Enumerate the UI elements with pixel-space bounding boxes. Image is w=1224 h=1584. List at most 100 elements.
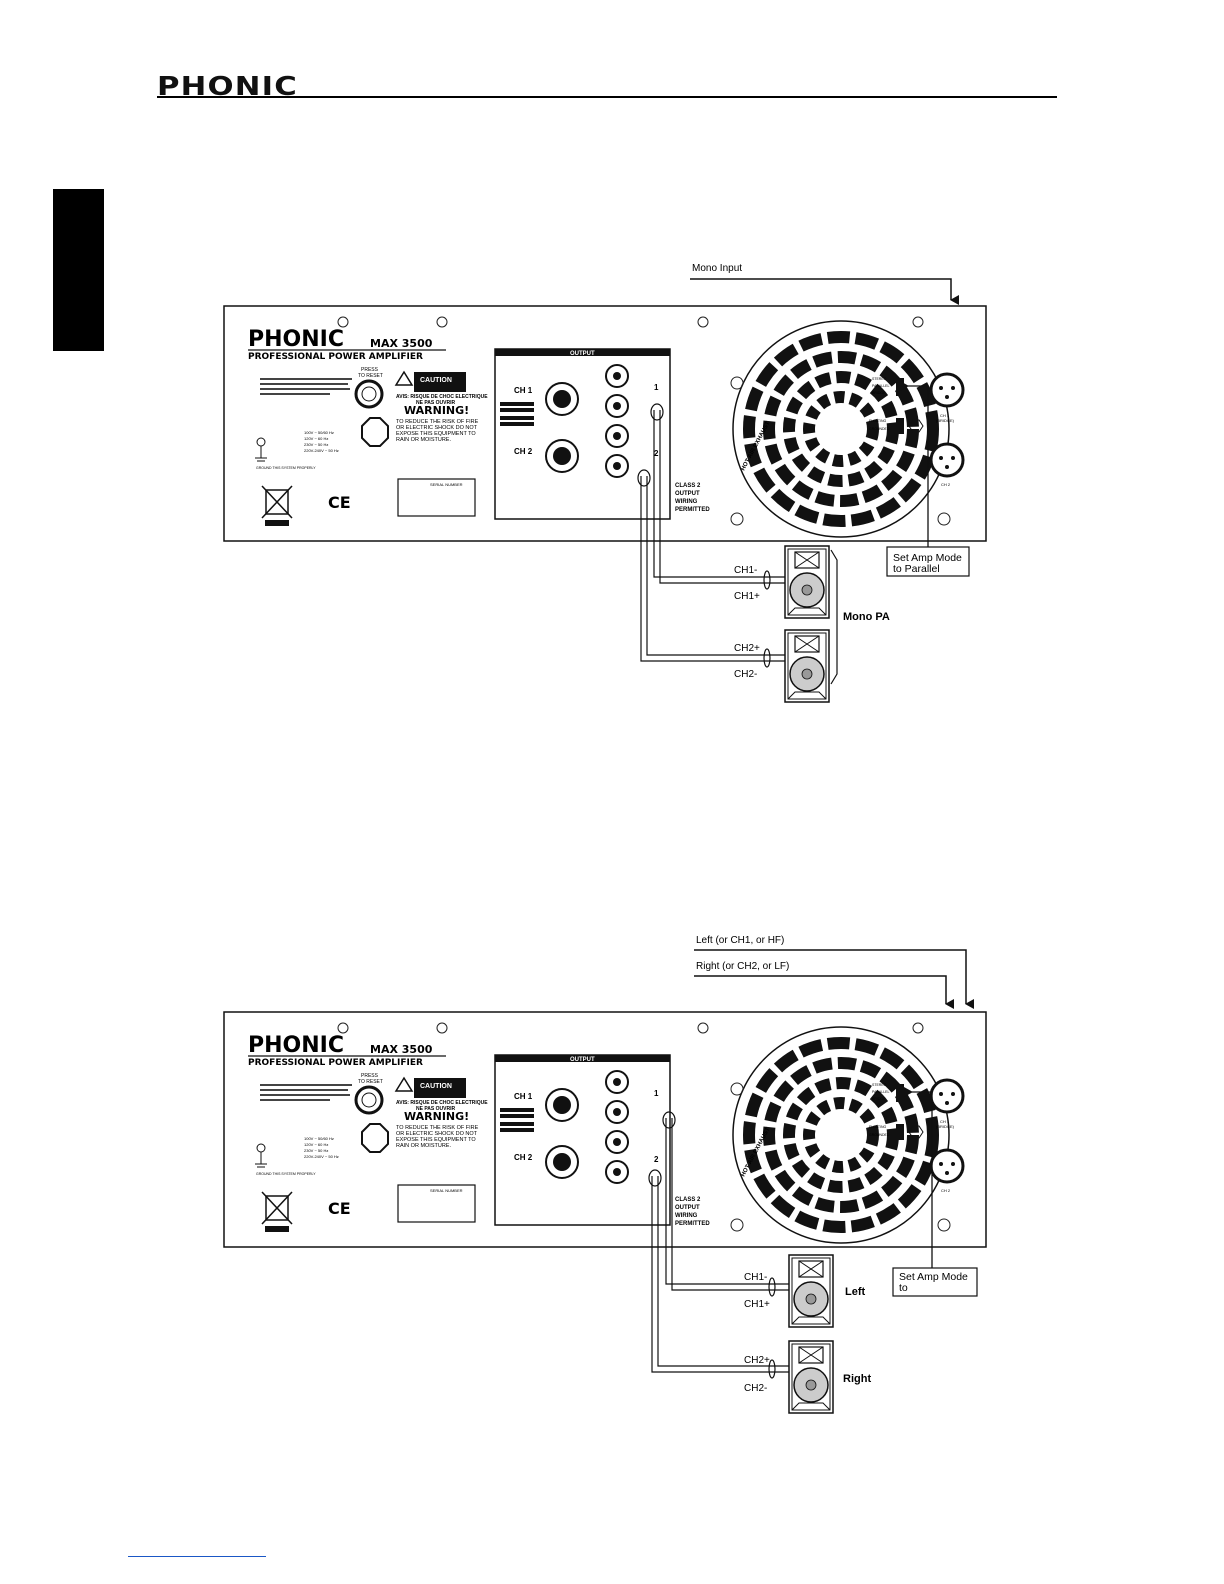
right-input-label: Right (or CH2, or LF) [696,961,789,972]
avis-label-2: NE PAS OUVRIR [416,400,455,406]
class2-line-1: CLASS 2 [675,483,701,489]
caution-label: CAUTION [420,377,452,384]
mono-input-label: Mono Input [692,263,742,274]
ground-note-2: GROUND THIS SYSTEM PROPERLY [256,1172,316,1176]
reset-label-1-2: PRESS [361,1073,379,1079]
input-ch1-label-2: CH 1 [940,1119,950,1124]
panel-model-2: MAX 3500 [370,1043,433,1056]
voltage-1: 100V ~ 50/60 Hz [304,430,334,435]
warning-line-2: OR ELECTRIC SHOCK DO NOT [396,425,478,431]
class2-line-4: PERMITTED [675,507,710,513]
voltage-2: 120V ~ 60 Hz [304,436,328,441]
diagram-1-parallel: Mono Input PHONIC MAX 3500 PROFESSIONAL … [224,263,986,703]
footer-link-rule [128,1556,266,1557]
wire-label-ch2-minus: CH2- [734,669,757,680]
wire2-label-ch2-minus: CH2- [744,1383,767,1394]
class2-line-1b: CLASS 2 [675,1197,701,1203]
speaker-top-1 [784,545,830,619]
mode-note-1-line-1: Set Amp Mode [893,552,962,564]
amplifier-rear-panel-2: PHONIC MAX 3500 PROFESSIONAL POWER AMPLI… [224,1012,986,1247]
mode-note-1-line-2: to Parallel [893,563,940,575]
wire2-label-ch1-minus: CH1- [744,1272,767,1283]
reset-label-1: PRESS [361,367,379,373]
speaker-left [788,1254,834,1328]
caution-label-2: CAUTION [420,1083,452,1090]
class2-line-3b: WIRING [675,1213,698,1219]
right-speaker-label: Right [843,1373,871,1385]
mode-note-2-line-2: to [899,1282,908,1294]
left-input-line [694,949,974,1009]
class2-line-3: WIRING [675,499,698,505]
output-num-2: 2 [654,449,659,458]
warning-heading: WARNING! [404,404,469,417]
class2-line-4b: PERMITTED [675,1221,710,1227]
input-ch1-label: CH 1 [940,413,950,418]
wire-label-ch1-plus: CH1+ [734,591,760,602]
voltage-2b: 120V ~ 60 Hz [304,1142,328,1147]
output-num-1: 1 [654,383,659,392]
avis-label: AVIS: RISQUE DE CHOC ELECTRIQUE [396,394,488,400]
panel-model: MAX 3500 [370,337,433,350]
warning-line-1: TO REDUCE THE RISK OF FIRE [396,419,479,425]
warning-line-2b: OR ELECTRIC SHOCK DO NOT [396,1131,478,1137]
mode-parallel-2: PARALLEL [872,1090,889,1094]
mode-bridge-2: BRIDGE [872,1097,886,1101]
warning-line-1b: TO REDUCE THE RISK OF FIRE [396,1125,479,1131]
warning-line-3: EXPOSE THIS EQUIPMENT TO [396,431,476,437]
output-ch2-label-2: CH 2 [514,1153,533,1162]
output-title-2: OUTPUT [570,1057,595,1063]
speaker-wires-1 [637,403,785,668]
mode-arrow-1 [900,381,929,547]
language-side-tab [53,189,104,351]
reset-label-2-2: TO RESET [358,1079,383,1085]
panel-subtitle-2: PROFESSIONAL POWER AMPLIFIER [248,1058,423,1068]
input-ch1-bridge: (BRIDGE) [936,418,955,423]
speaker-bottom-1 [784,629,830,703]
mode-note-box-2 [892,1267,978,1297]
output-ch2-label: CH 2 [514,447,533,456]
speaker-right [788,1340,834,1414]
serial-label: SERIAL NUMBER [430,482,463,487]
mode-stereo: STEREO [872,377,887,381]
ground-floating-2: FLOATING [869,1125,887,1129]
ground-grounded-2: GROUNDED [869,1133,890,1137]
ce-mark: CE [328,493,351,512]
warning-line-3b: EXPOSE THIS EQUIPMENT TO [396,1137,476,1143]
mono-input-line [690,278,959,305]
panel-subtitle: PROFESSIONAL POWER AMPLIFIER [248,352,423,362]
left-input-label: Left (or CH1, or HF) [696,935,784,946]
panel-brand: PHONIC [248,327,344,352]
mode-bridge: BRIDGE [872,391,886,395]
voltage-4b: 220V-240V ~ 50 Hz [304,1154,339,1159]
diagram-2-stereo: Left (or CH1, or HF) Right (or CH2, or L… [224,935,986,1414]
class2-line-2b: OUTPUT [675,1205,700,1211]
voltage-3: 230V ~ 50 Hz [304,442,328,447]
ce-mark-2: CE [328,1199,351,1218]
ground-grounded: GROUNDED [869,427,890,431]
output-title: OUTPUT [570,351,595,357]
input-ch2-label-2: CH 2 [941,1188,951,1193]
avis-label-2b: NE PAS OUVRIR [416,1106,455,1112]
mode-arrow-2 [904,1087,933,1268]
output-num-1b: 1 [654,1089,659,1098]
ground-floating: FLOATING [869,419,887,423]
header-rule [157,96,1057,98]
mode-stereo-2: STEREO [872,1083,887,1087]
wire2-label-ch2-plus: CH2+ [744,1355,770,1366]
warning-line-4: RAIN OR MOISTURE. [396,437,451,443]
input-ch2-label: CH 2 [941,482,951,487]
voltage-1b: 100V ~ 50/60 Hz [304,1136,334,1141]
mode-parallel: PARALLEL [872,384,889,388]
reset-label-2: TO RESET [358,373,383,379]
mode-note-box-1 [886,546,970,577]
output-ch1-label-2: CH 1 [514,1092,533,1101]
right-input-line [694,975,954,1009]
voltage-4: 220V-240V ~ 50 Hz [304,448,339,453]
panel-brand-2: PHONIC [248,1033,344,1058]
wire2-label-ch1-plus: CH1+ [744,1299,770,1310]
speaker-wires-2 [648,1111,789,1379]
output-num-2b: 2 [654,1155,659,1164]
voltage-3b: 230V ~ 50 Hz [304,1148,328,1153]
ground-note: GROUND THIS SYSTEM PROPERLY [256,466,316,470]
